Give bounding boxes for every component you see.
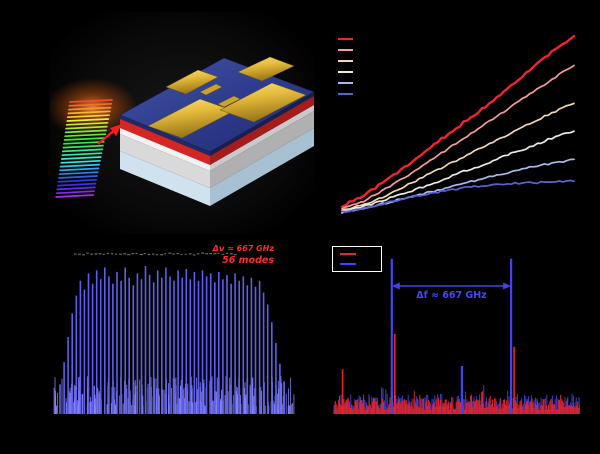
legend-entry bbox=[338, 49, 353, 51]
legend-line-swatch bbox=[338, 38, 353, 40]
waveguide-layer bbox=[120, 134, 210, 188]
chip-right-edge-layer bbox=[210, 92, 314, 156]
chip-top-edge-layer bbox=[120, 115, 210, 156]
curve-2 bbox=[341, 64, 575, 210]
legend-entry bbox=[338, 71, 353, 73]
substrate-layer-side bbox=[210, 128, 314, 206]
annotation-span-text: Δν ≈ 667 GHz bbox=[212, 244, 274, 253]
panel-light-current-curves bbox=[328, 14, 580, 222]
legend-line-swatch bbox=[338, 49, 353, 51]
red-trace-noise bbox=[333, 391, 580, 414]
spacing-arrow bbox=[391, 282, 512, 290]
legend-entry bbox=[340, 263, 371, 265]
comb-teeth bbox=[59, 266, 285, 414]
liv-chart bbox=[340, 34, 576, 214]
gold-electrode-top-left bbox=[165, 69, 219, 95]
panel-beat-spectrum: Δf ≈ 667 GHz bbox=[328, 240, 586, 422]
active-region-layer bbox=[120, 119, 210, 165]
cladding-layer bbox=[120, 128, 210, 171]
curve-3 bbox=[341, 102, 575, 212]
chart-legend bbox=[338, 38, 353, 95]
legend-line-swatch bbox=[338, 82, 353, 84]
legend-entry bbox=[338, 38, 353, 40]
legend-line-swatch bbox=[340, 263, 356, 265]
comb-annotation: Δν ≈ 667 GHz 56 modes bbox=[213, 244, 274, 268]
spectrum-peaks bbox=[341, 258, 515, 414]
curve-5 bbox=[341, 158, 575, 214]
legend-line-swatch bbox=[338, 93, 353, 95]
annotation-modes-text: 56 modes bbox=[222, 254, 274, 266]
comb-spectrum-chart bbox=[53, 252, 295, 414]
gold-electrodes bbox=[147, 56, 307, 139]
cladding-layer-side bbox=[210, 105, 314, 171]
bowtie-antenna bbox=[199, 83, 223, 96]
faint-label-row bbox=[74, 252, 237, 256]
spacing-annotation: Δf ≈ 667 GHz bbox=[416, 290, 487, 301]
device-3d-render bbox=[46, 12, 315, 234]
curve-6 bbox=[341, 179, 575, 214]
curve-4 bbox=[341, 130, 575, 214]
legend-line-swatch bbox=[340, 253, 356, 255]
legend-entry bbox=[338, 93, 353, 95]
red-arrow-icon bbox=[97, 124, 122, 145]
legend-entry bbox=[338, 60, 353, 62]
substrate-layer bbox=[120, 151, 210, 206]
legend-entry bbox=[340, 253, 371, 255]
spectrum-legend bbox=[332, 246, 382, 272]
panel-comb-spectrum: Δν ≈ 667 GHz 56 modes bbox=[48, 244, 298, 422]
active-region-layer-side bbox=[210, 96, 314, 165]
beat-spectrum-chart bbox=[333, 258, 580, 414]
legend-line-swatch bbox=[338, 71, 353, 73]
legend-entry bbox=[338, 82, 353, 84]
gold-electrode-bottom-right bbox=[219, 82, 307, 123]
curve-1 bbox=[340, 34, 576, 208]
legend-line-swatch bbox=[338, 60, 353, 62]
panel-device-render bbox=[46, 12, 315, 234]
gold-electrode-top-right bbox=[237, 56, 295, 82]
waveguide-layer-side bbox=[210, 111, 314, 188]
bowtie-antenna bbox=[217, 95, 241, 108]
rainbow-comb-icon bbox=[55, 99, 113, 198]
